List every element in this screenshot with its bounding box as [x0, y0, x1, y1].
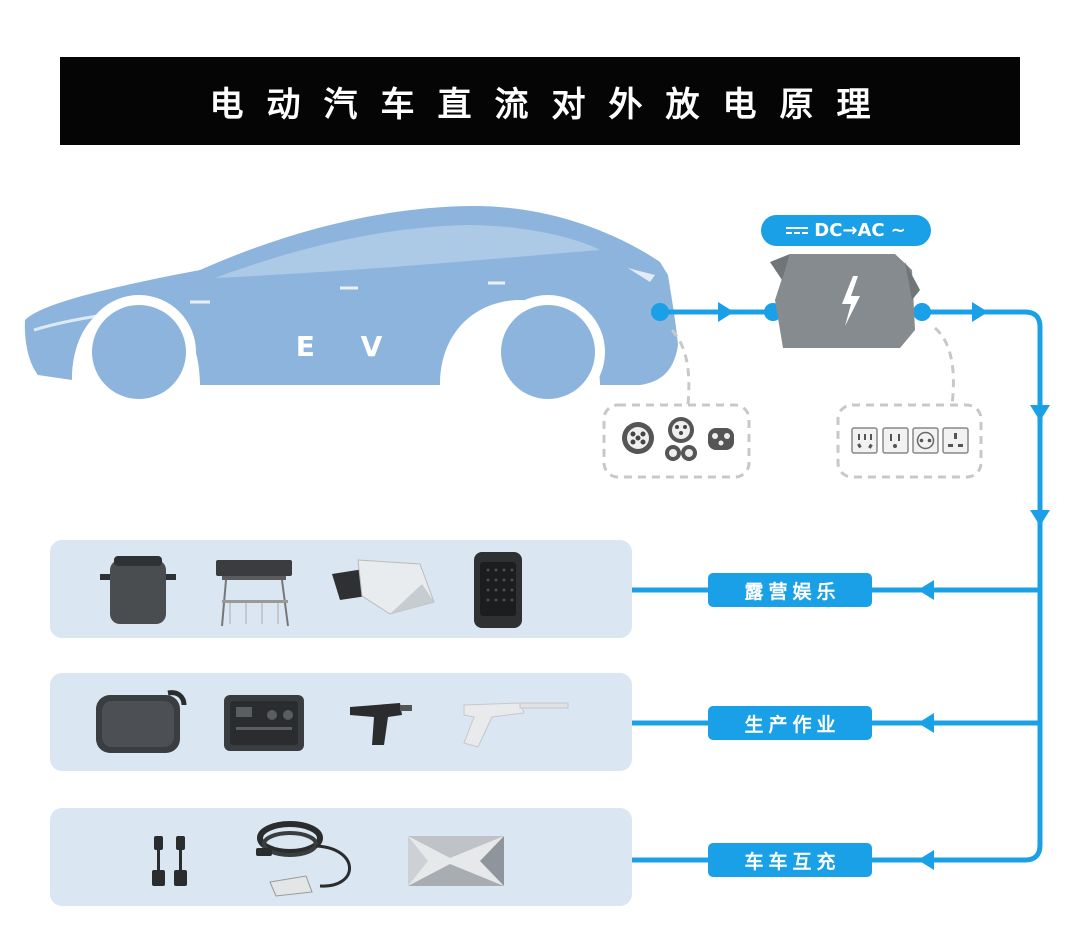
camping-products	[100, 552, 522, 628]
flow-arrowheads	[718, 302, 1050, 870]
panel-v2v	[50, 808, 632, 906]
ac-tilde-icon: ∼	[890, 220, 906, 241]
inverter-output-node	[913, 303, 931, 321]
cn-socket-icon	[851, 427, 878, 454]
charging-cable-icon	[256, 821, 351, 897]
eu-socket-icon	[912, 427, 939, 454]
dashed-link	[933, 326, 955, 406]
dc-current-icon	[786, 226, 809, 236]
arrow-left-icon	[918, 713, 934, 733]
power-tool-case-icon	[96, 690, 187, 753]
dc-ac-badge: DC→AC ∼	[761, 215, 931, 246]
arrow-left-icon	[918, 580, 934, 600]
portable-power-station-icon	[224, 695, 304, 751]
dc-ac-label: DC→AC	[814, 220, 885, 241]
inverter-icon	[770, 254, 920, 348]
category-pill-camping: 露营娱乐	[708, 573, 872, 607]
drill-gun-icon	[350, 703, 412, 745]
charger-unit-icon	[408, 836, 504, 886]
pressure-washer-icon	[463, 702, 569, 748]
ev-car-silhouette: E V	[24, 205, 678, 409]
car-port-node	[651, 303, 669, 321]
v2v-products	[152, 821, 504, 897]
arrow-left-icon	[918, 850, 934, 870]
ccs-connector-icon	[622, 422, 654, 454]
category-pill-work: 生产作业	[708, 706, 872, 740]
type2-connector-icon	[665, 417, 697, 461]
bbq-grill-icon	[216, 560, 292, 627]
title-banner: 电动汽车直流对外放电原理	[60, 57, 1020, 145]
electric-cooker-icon	[100, 556, 176, 624]
arrow-right-icon	[972, 302, 988, 322]
car-ev-label: E V	[296, 330, 401, 363]
arrow-right-icon	[718, 302, 734, 322]
ac-socket-group	[836, 403, 983, 479]
camping-tent-icon	[332, 559, 435, 615]
us-socket-icon	[882, 427, 909, 454]
uk-socket-icon	[942, 427, 969, 454]
lightning-icon	[842, 276, 860, 326]
chademo-connector-icon	[708, 428, 734, 450]
dashed-link	[670, 328, 691, 406]
connector-adapters-icon	[152, 836, 187, 886]
arrow-down-icon	[1030, 510, 1050, 526]
category-pill-v2v: 车车互充	[708, 843, 872, 877]
page-title: 电动汽车直流对外放电原理	[209, 84, 894, 125]
power-flow-lines	[632, 309, 1043, 863]
arrow-down-icon	[1030, 405, 1050, 421]
panel-camping	[50, 540, 632, 638]
work-products	[96, 690, 569, 753]
panel-work	[50, 673, 632, 771]
portable-heater-icon	[474, 552, 522, 628]
dc-connector-group	[602, 403, 751, 479]
